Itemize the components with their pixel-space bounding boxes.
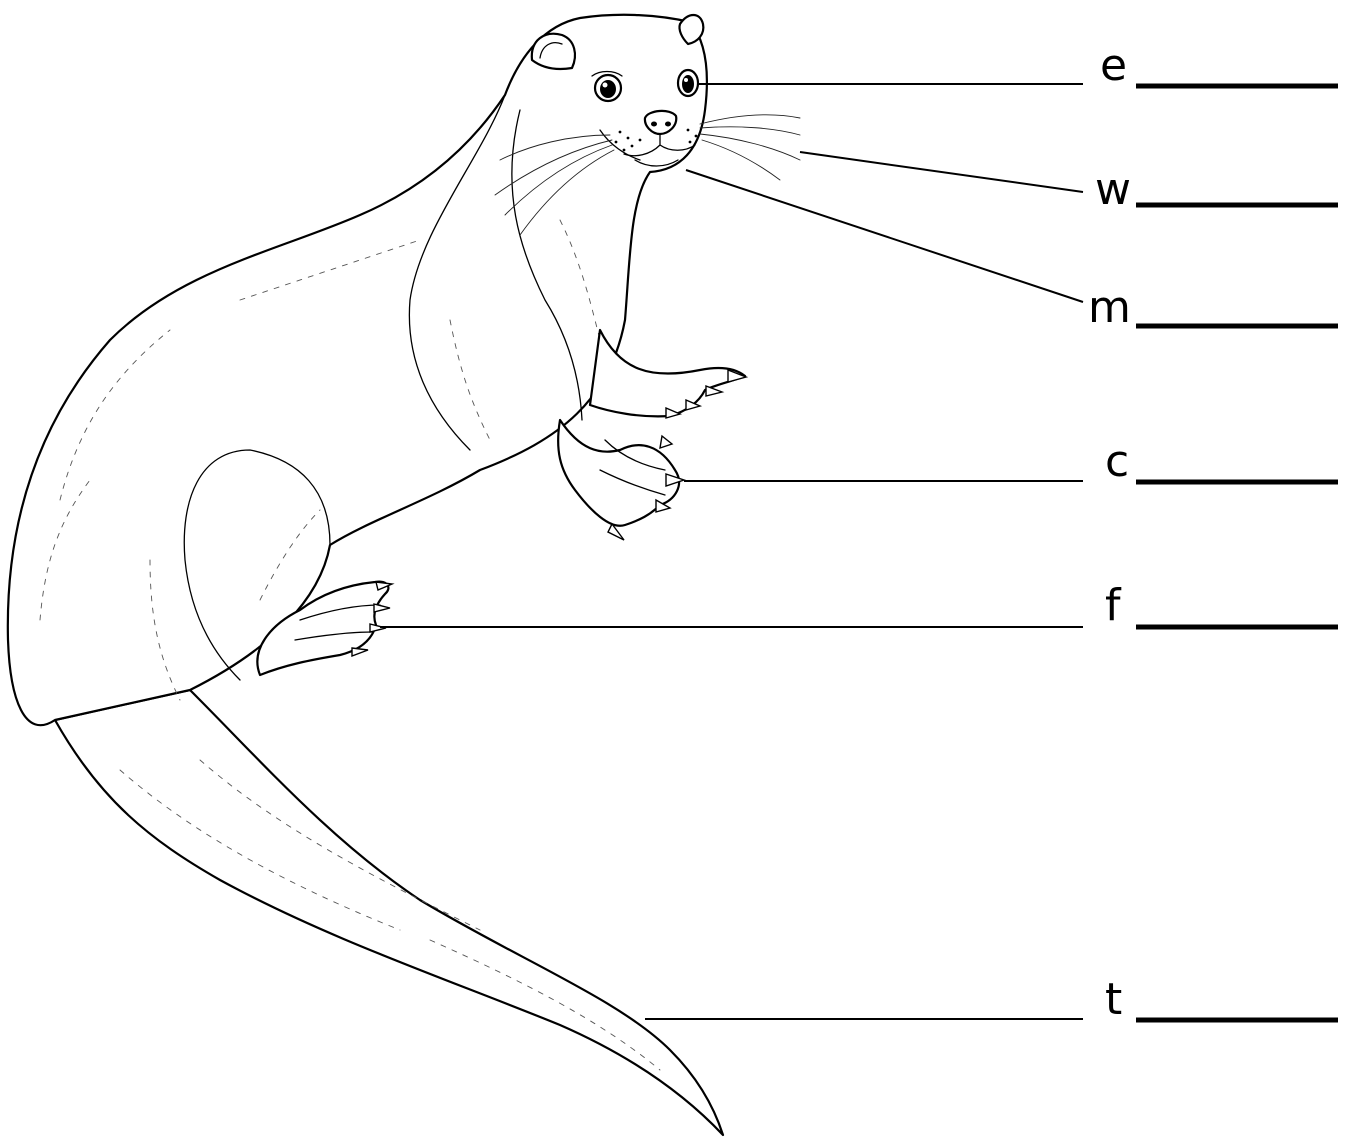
- otter-illustration: [8, 15, 800, 1135]
- label-letters: e w m c f t: [1088, 40, 1131, 1025]
- otter-tail: [55, 690, 723, 1135]
- label-letter-whiskers: w: [1095, 164, 1131, 215]
- answer-blanks: [1136, 86, 1338, 1020]
- label-letter-tail: t: [1105, 974, 1122, 1025]
- label-letter-foot: f: [1105, 580, 1122, 631]
- leader-line-mouth: [686, 170, 1083, 302]
- label-letter-claws: c: [1105, 436, 1129, 487]
- otter-left-ear: [532, 34, 575, 69]
- leader-line-whiskers: [800, 152, 1083, 192]
- label-letter-mouth: m: [1088, 282, 1131, 333]
- label-letter-eye: e: [1100, 40, 1127, 91]
